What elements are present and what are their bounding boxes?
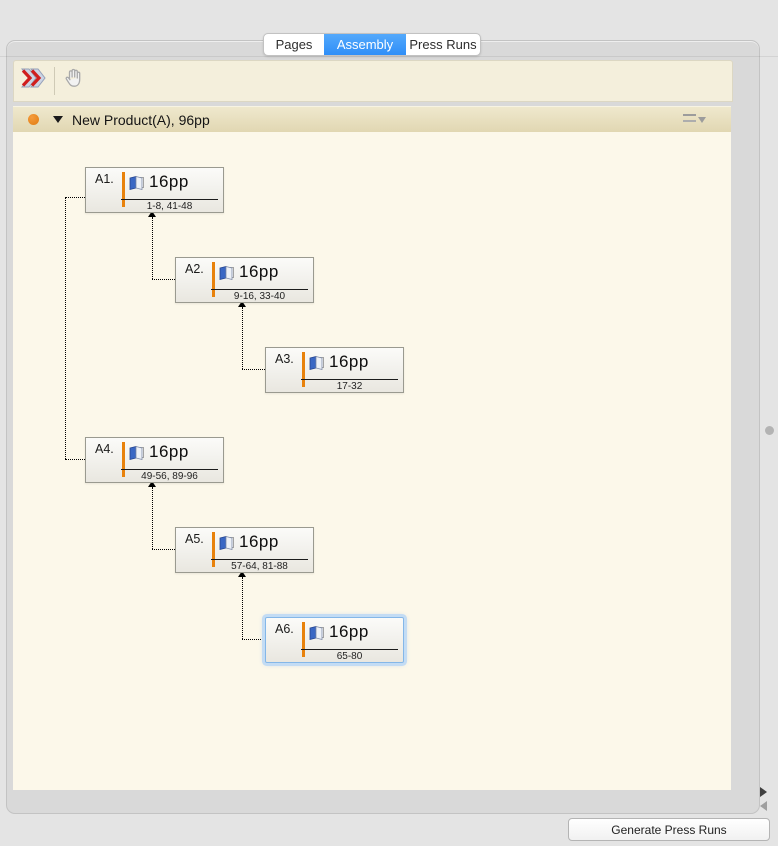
toolbar-divider [54, 67, 55, 95]
signature-accent-bar [212, 532, 215, 567]
signature-label: A3. [275, 352, 294, 366]
product-title: New Product(A), 96pp [72, 111, 210, 128]
connector-a5-a4 [152, 549, 175, 550]
tab-pages[interactable]: Pages [275, 37, 313, 52]
signature-block-a3[interactable]: A3. 16pp 17-32 [265, 347, 404, 393]
signature-rule [301, 649, 398, 650]
signature-page-range: 17-32 [336, 381, 363, 392]
scroll-right-arrow-icon[interactable] [760, 787, 767, 797]
chevron-down-icon [698, 117, 706, 123]
connector-a4-a1 [65, 459, 85, 460]
tab-assembly[interactable]: Assembly [324, 34, 406, 55]
product-header[interactable]: New Product(A), 96pp [13, 106, 731, 133]
book-icon [219, 265, 235, 281]
connector-arrow-up [148, 481, 156, 487]
connector-arrow-up [238, 301, 246, 307]
signature-page-range: 65-80 [336, 651, 363, 662]
signature-rule [121, 469, 218, 470]
signature-rule [211, 559, 308, 560]
signature-block-a6[interactable]: A6. 16pp 65-80 [265, 617, 404, 663]
book-icon [309, 625, 325, 641]
signature-page-count: 16pp [329, 622, 369, 641]
signature-page-count: 16pp [329, 352, 369, 371]
signature-page-count: 16pp [239, 262, 279, 281]
signature-label: A6. [275, 622, 294, 636]
signature-rule [211, 289, 308, 290]
signature-accent-bar [212, 262, 215, 297]
header-options-menu-button[interactable] [683, 113, 707, 126]
signature-label: A2. [185, 262, 204, 276]
signature-block-a5[interactable]: A5. 16pp 57-64, 81-88 [175, 527, 314, 573]
hand-pan-tool-button[interactable] [60, 67, 88, 95]
scroll-left-arrow-icon[interactable] [760, 801, 767, 811]
signature-rule [121, 199, 218, 200]
connector-a4-a1 [65, 197, 66, 459]
connector-a2-a1 [152, 279, 175, 280]
connector-arrow-up [238, 571, 246, 577]
signature-page-range: 1-8, 41-48 [146, 201, 193, 212]
book-icon [219, 535, 235, 551]
signature-accent-bar [122, 172, 125, 207]
signature-page-count: 16pp [149, 442, 189, 461]
signature-page-count: 16pp [239, 532, 279, 551]
book-icon [309, 355, 325, 371]
signature-page-range: 9-16, 33-40 [233, 291, 286, 302]
connector-a6-a5 [242, 639, 265, 640]
product-status-dot [28, 114, 39, 125]
flow-zigzag-icon [19, 67, 49, 96]
scrollbar-thumb-dot[interactable] [765, 426, 774, 435]
connector-arrow-up [148, 211, 156, 217]
signature-label: A4. [95, 442, 114, 456]
connector-a5-a4 [152, 487, 153, 549]
signature-rule [301, 379, 398, 380]
flow-zigzag-tool-button[interactable] [20, 67, 48, 95]
connector-a3-a2 [242, 307, 243, 369]
assembly-toolbar [13, 60, 733, 102]
view-tabs: Pages Assembly Press Runs [263, 33, 481, 56]
signature-page-range: 49-56, 89-96 [141, 471, 198, 482]
tab-press-runs[interactable]: Press Runs [409, 37, 477, 52]
signature-block-a1[interactable]: A1. 16pp 1-8, 41-48 [85, 167, 224, 213]
connector-a3-a2 [242, 369, 265, 370]
connector-a2-a1 [152, 217, 153, 279]
book-icon [129, 445, 145, 461]
connector-a4-a1 [65, 197, 85, 198]
menu-lines-icon [683, 114, 696, 116]
signature-accent-bar [302, 622, 305, 657]
signature-accent-bar [122, 442, 125, 477]
connector-a6-a5 [242, 577, 243, 639]
book-icon [129, 175, 145, 191]
disclosure-triangle-icon[interactable] [53, 116, 63, 123]
signature-label: A1. [95, 172, 114, 186]
signature-page-range: 57-64, 81-88 [231, 561, 288, 572]
signature-label: A5. [185, 532, 204, 546]
hand-pan-icon [61, 66, 87, 97]
generate-press-runs-button[interactable]: Generate Press Runs [568, 818, 770, 841]
signature-page-count: 16pp [149, 172, 189, 191]
menu-lines-icon [683, 120, 696, 122]
signature-block-a4[interactable]: A4. 16pp 49-56, 89-96 [85, 437, 224, 483]
signature-accent-bar [302, 352, 305, 387]
signature-block-a2[interactable]: A2. 16pp 9-16, 33-40 [175, 257, 314, 303]
